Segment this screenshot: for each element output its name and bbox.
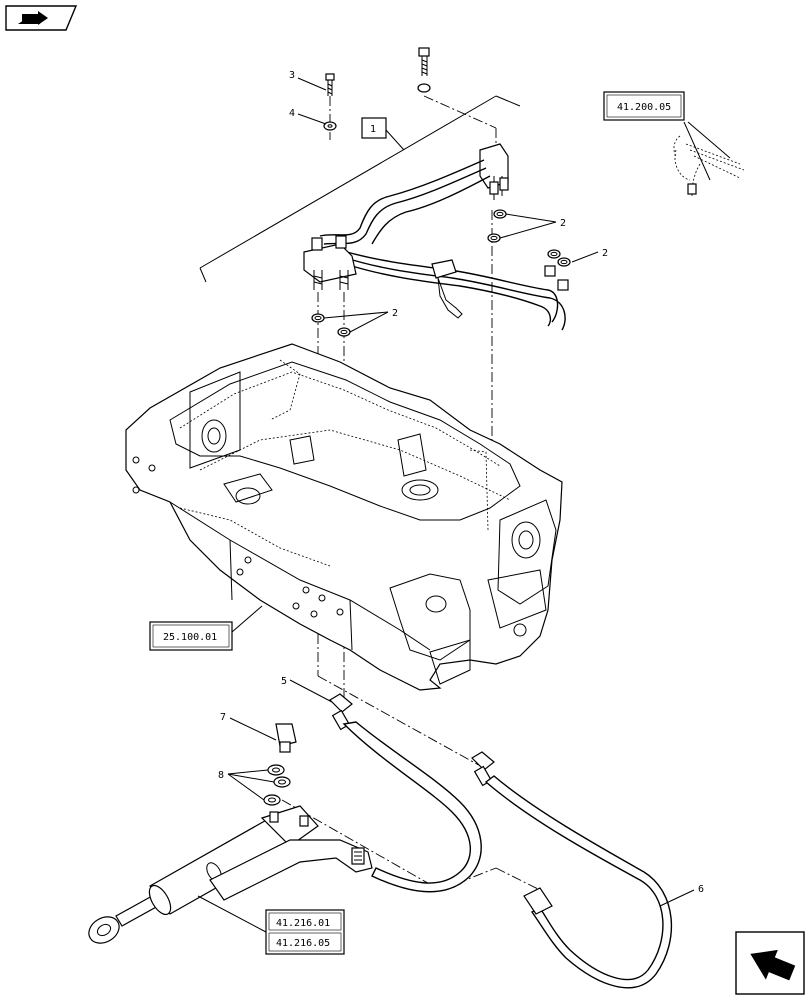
- ref-box-hydraulic[interactable]: 41.200.05: [603, 91, 685, 121]
- front-axle-support: [125, 343, 563, 691]
- next-page-arrow-icon[interactable]: [735, 931, 805, 995]
- callout-6: 6: [698, 884, 704, 895]
- leader-lines: [197, 77, 731, 933]
- callout-5: 5: [281, 676, 287, 687]
- steering-cylinder: [88, 805, 373, 944]
- callout-2a: 2: [560, 218, 566, 229]
- o-rings-2: [311, 209, 571, 337]
- washer-4: [323, 121, 337, 131]
- ref-steering-label-2: 41.216.05: [276, 938, 330, 949]
- top-bolt: [417, 47, 431, 93]
- hose-6: [471, 751, 673, 989]
- bolt-3: [325, 73, 335, 96]
- back-page-icon[interactable]: [5, 5, 78, 31]
- ref-hydraulic-label: 41.200.05: [617, 102, 671, 113]
- callout-4: 4: [289, 108, 295, 119]
- washers-8: [263, 764, 291, 806]
- hose-5: [329, 693, 482, 893]
- callout-labels: 3 4 2 2 2 5 7 8 6: [218, 70, 704, 895]
- callout-8: 8: [218, 770, 224, 781]
- callout-7: 7: [220, 712, 226, 723]
- callout-1: 1: [370, 124, 376, 135]
- callout-2c: 2: [392, 308, 398, 319]
- callout-3: 3: [289, 70, 295, 81]
- pipe-assembly-1: [303, 143, 569, 331]
- banjo-bolt-7: [275, 723, 297, 753]
- callout-1-box: 1: [361, 117, 387, 139]
- ref-steering-label-1: 41.216.01: [276, 918, 330, 929]
- ref-frame-label: 25.100.01: [163, 632, 217, 643]
- linked-hydraulic-lines: [673, 135, 745, 197]
- ref-box-frame[interactable]: 25.100.01: [149, 621, 233, 651]
- assembly-plane: [199, 95, 521, 283]
- callout-2b: 2: [602, 248, 608, 259]
- ref-box-steering[interactable]: 41.216.01 41.216.05: [265, 909, 345, 955]
